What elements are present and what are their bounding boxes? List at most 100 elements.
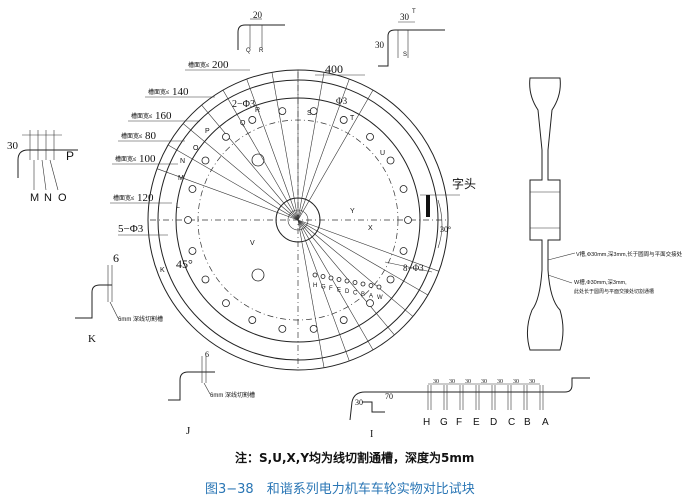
radial-line [297,219,414,317]
groove-label-200: 200 [212,59,229,71]
test-hole [278,324,287,333]
angle-45-label: 45° [176,257,193,271]
test-hole [184,216,192,224]
radial-line [167,144,299,221]
detail-k-dim: 6 [113,251,119,265]
detail-st: 30 30 S T [375,9,445,67]
detail-i-dim: 30 [497,379,503,385]
radial-section-lines [156,70,440,368]
radial-line [297,219,350,362]
detail-st-profile [378,29,445,67]
detail-j: 6 6mm 深线切割槽 J [168,350,255,437]
detail-i-dim: 30 [449,379,455,385]
test-hole [376,284,382,290]
groove-label-80: 80 [145,130,157,142]
hole-label: P [205,128,210,135]
groove-label-120: 120 [137,192,154,204]
detail-i-sub-profile [362,401,385,413]
hole-label: C [353,291,358,297]
zitou-label: 字头 [452,176,476,191]
leader-line [547,252,576,261]
label-t: T [412,9,416,15]
hole-label: O [193,145,199,152]
label-b: B [524,417,531,428]
test-hole [366,299,374,308]
hole-label: F [329,286,333,292]
detail-i-side-dim-70: 70 [385,392,393,401]
label-f: F [456,417,462,428]
detail-j-profile [168,371,215,401]
radial-line [297,219,440,272]
radial-line [222,89,299,221]
radial-line [297,72,325,221]
hole-label: W [377,295,383,301]
label-s: S [403,52,407,58]
detail-i-label: I [370,429,373,440]
radial-line [297,219,429,296]
test-hole [352,280,358,285]
groove-label-140-prefix: 槽面宽≤ [148,88,170,96]
detail-i-dim: 30 [465,379,471,385]
test-hole [386,156,395,165]
test-hole [404,216,412,224]
detail-qr: 20 Q R [237,10,285,54]
test-hole [248,116,257,124]
dim-400-text: 400 [325,62,343,76]
test-hole [336,277,342,282]
test-hole [360,281,366,287]
label-c: C [508,417,515,428]
label-m: M [30,192,39,204]
label-e: E [473,417,480,428]
radial-line [201,104,299,221]
label-h: H [423,417,430,428]
test-hole [386,275,395,284]
hole-label: R [255,107,260,114]
detail-i-profile-end [545,377,590,393]
radial-line [246,78,299,221]
leader-line [49,159,59,191]
test-hole [188,185,197,193]
serial-stamp-marks [426,195,430,217]
detail-i: 30 30 30 30 30 30 30 30 70 I H G F E D C… [349,377,590,440]
hole-label: H [313,283,317,289]
leader-line [547,274,573,284]
wheel-cross-section: V槽,Φ30mm,深3mm,长于圆周与平面交接处 W槽,Φ30mm,深3mm, … [526,77,683,351]
detail-i-dim: 30 [529,379,535,385]
groove-label-80-prefix: 槽面宽≤ [121,132,143,140]
test-hole [309,107,318,116]
radial-line [297,219,395,336]
radial-line [271,72,299,221]
detail-qr-profile [237,24,285,50]
hole-label: G [321,285,326,291]
detail-k-note: 6mm 深线切割槽 [118,315,163,323]
groove-width-labels: 槽面宽≤ 200 槽面宽≤ 140 槽面宽≤ 160 槽面宽≤ 80 槽面宽≤ … [110,59,250,204]
detail-mnop-profile [17,149,78,178]
dim-2-holes: 2−Φ3 [232,99,255,110]
detail-j-dim: 6 [205,350,209,359]
test-hole [248,316,257,324]
test-hole [399,247,408,255]
web-hole [251,268,265,282]
hole-label: Q [240,120,246,127]
hole-label: D [345,289,350,295]
test-hole [366,132,374,141]
hole-label: T [350,115,355,122]
groove-label-200-prefix: 槽面宽≤ [188,61,210,69]
hole-label: N [180,158,185,165]
detail-j-label: J [186,425,191,437]
groove-label-120-prefix: 槽面宽≤ [113,194,135,202]
section-note-v: V槽,Φ30mm,深3mm,长于圆周与平面交接处 [576,250,683,258]
groove-label-160-prefix: 槽面宽≤ [131,112,153,120]
test-hole [309,324,318,333]
test-hole [344,278,350,284]
radial-line [297,78,350,221]
hole-label: B [361,292,365,298]
radial-line [156,168,299,221]
leader-line [203,382,211,395]
test-hole [278,107,287,116]
test-hole [201,156,210,165]
test-hole [339,316,348,324]
